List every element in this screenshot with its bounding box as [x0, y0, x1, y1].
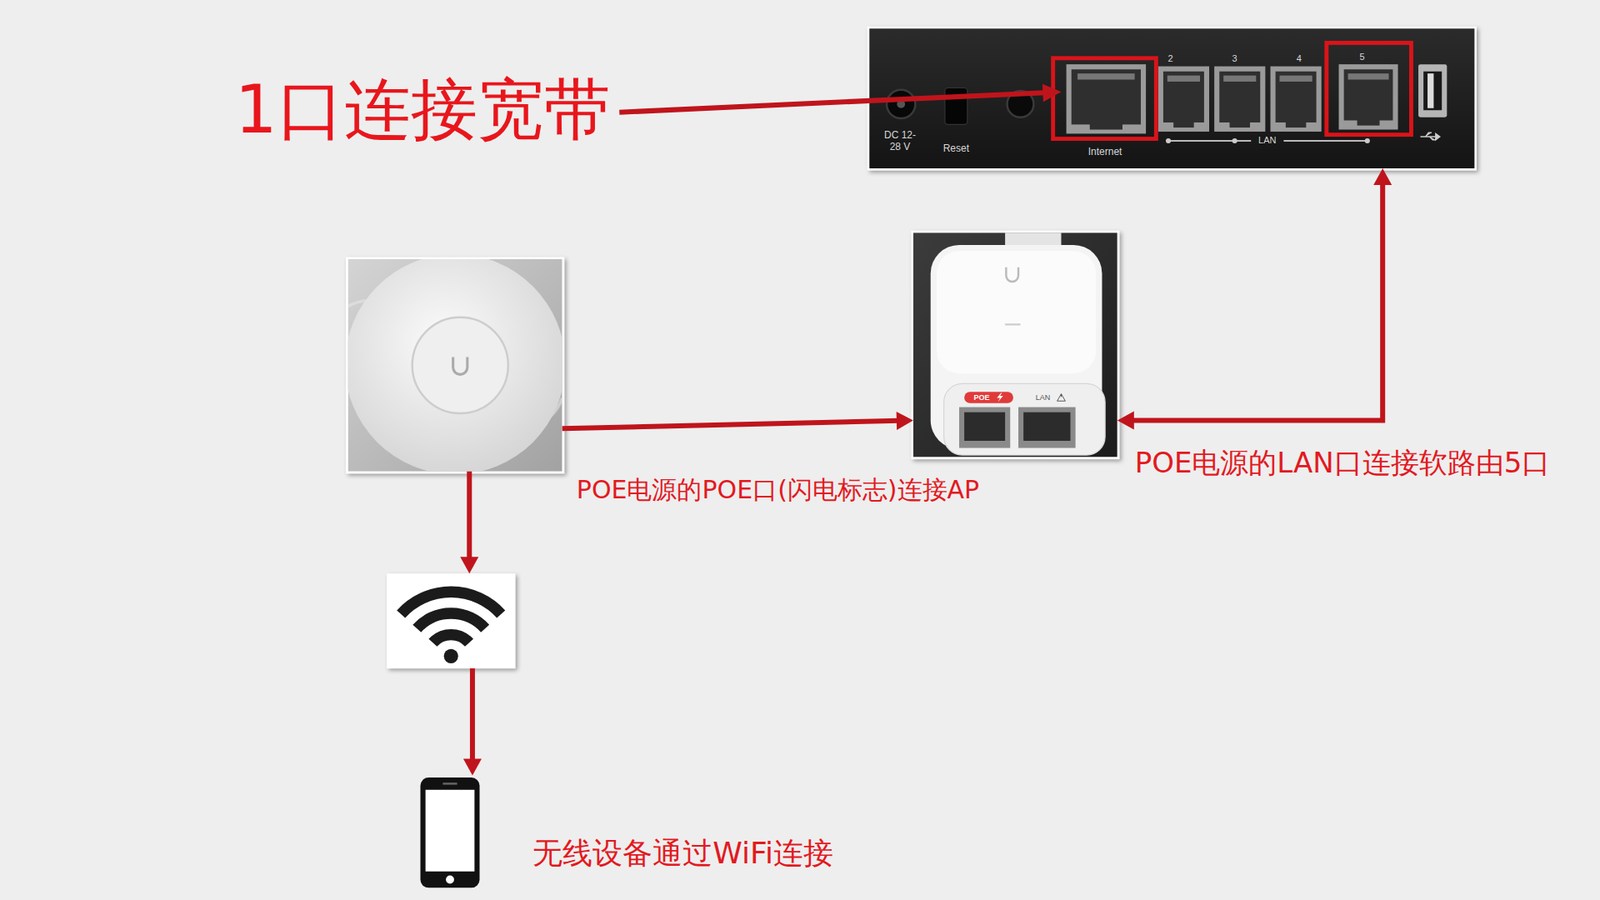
phone-icon: 无线设备通过WiFi连接	[418, 775, 482, 890]
ethernet-port	[1339, 64, 1399, 130]
ethernet-port	[1270, 66, 1321, 132]
usb-symbol	[1420, 132, 1440, 140]
access-point-photo	[348, 259, 563, 472]
lightning-symbol	[996, 392, 1003, 402]
connector-label: POE电源的POE口(闪电标志)连接AP	[576, 475, 980, 505]
highlight-box	[1053, 58, 1157, 140]
arrowhead	[1117, 410, 1135, 430]
brand-logo	[453, 357, 468, 375]
lan-bracket-dot	[1365, 138, 1370, 144]
ethernet-port-pins	[1280, 75, 1313, 82]
connector-line	[466, 471, 472, 560]
photo-background	[913, 232, 1118, 457]
access-point-center	[412, 317, 509, 414]
ethernet-port	[959, 407, 1010, 449]
network-symbol	[1057, 394, 1066, 402]
connector-arrow	[460, 471, 479, 574]
ethernet-port	[1214, 66, 1265, 132]
lan-bracket-dot	[1165, 138, 1171, 144]
poe-injector-photo: POE LAN	[913, 232, 1118, 457]
wifi-arc	[432, 635, 470, 644]
wifi-arc	[416, 613, 485, 629]
ethernet-port-pins	[1223, 75, 1256, 82]
ethernet-port-notch	[1230, 120, 1250, 128]
port-group-label: LAN	[1258, 135, 1276, 146]
phone-speaker	[442, 782, 457, 785]
ethernet-port-notch	[1357, 118, 1380, 126]
lan-bracket-line	[1283, 140, 1367, 142]
lan-bracket-line	[1168, 140, 1251, 142]
port-panel	[944, 383, 1105, 455]
led-slot	[1005, 323, 1020, 325]
connector-arrow	[1117, 168, 1392, 430]
icon-tile	[386, 573, 515, 669]
connector-line	[562, 420, 900, 429]
phone-button	[445, 875, 455, 885]
connector-label: POE电源的LAN口连接软路由5口	[1135, 445, 1551, 480]
callout-text: 1口连接宽带	[235, 76, 611, 144]
usb-port	[1418, 64, 1447, 118]
ethernet-port-opening	[1219, 71, 1260, 123]
port-label: Internet	[1088, 145, 1123, 158]
poe-badge	[964, 391, 1014, 403]
connector-arrow	[463, 668, 482, 776]
usb-port-opening	[1423, 71, 1442, 111]
ethernet-port-notch	[1090, 122, 1123, 130]
port-number: 4	[1296, 53, 1302, 65]
power-jack	[886, 90, 915, 119]
connector-arrow	[562, 411, 914, 430]
arrowhead	[463, 759, 482, 776]
highlight-box	[1326, 42, 1412, 135]
port-number: 2	[1167, 53, 1173, 65]
ethernet-port-opening	[1344, 69, 1394, 120]
poe-injector-illustration	[913, 232, 1118, 457]
lan-bracket-dot	[1232, 138, 1238, 144]
usb-port-tongue	[1427, 73, 1434, 109]
brand-logo	[1005, 267, 1019, 282]
injector-face	[936, 250, 1096, 374]
ethernet-port-pins	[1167, 75, 1200, 82]
device-caption: 无线设备通过WiFi连接	[532, 835, 834, 871]
ethernet-port-opening	[1023, 412, 1070, 441]
port-number: 5	[1360, 51, 1365, 63]
photo-frame	[910, 230, 1120, 460]
ethernet-port-opening	[1275, 71, 1317, 123]
ethernet-port	[1066, 64, 1147, 134]
port-number: 3	[1232, 53, 1238, 65]
button-label: Reset	[943, 141, 970, 154]
power-label: DC 12-28 V	[879, 129, 920, 154]
phone-body	[420, 777, 480, 888]
arrowhead	[896, 411, 914, 430]
ethernet-port-notch	[1285, 120, 1306, 128]
ethernet-port	[1158, 66, 1210, 132]
connector-line	[1131, 182, 1383, 420]
ethernet-port-opening	[1163, 71, 1205, 123]
ethernet-port-opening	[964, 412, 1005, 441]
ethernet-port-opening	[1071, 69, 1141, 125]
leader-line	[619, 92, 1045, 113]
router-photo: DC 12-28 V Reset Internet 2 3 4 5LAN	[869, 28, 1475, 169]
leader-arrowhead	[1042, 84, 1062, 103]
access-point-illustration	[348, 259, 563, 472]
port-label: LAN	[1035, 393, 1051, 403]
connector-line	[470, 668, 475, 762]
ethernet-port	[1018, 407, 1076, 449]
ethernet-port-pins	[1348, 73, 1390, 80]
access-point-disc	[348, 259, 563, 472]
ethernet-port-notch	[1173, 120, 1194, 128]
port-label: POE	[973, 393, 990, 403]
phone-screen	[425, 790, 475, 872]
wifi-icon	[386, 573, 515, 669]
arrowhead	[1373, 168, 1392, 185]
ethernet-port-pins	[1077, 73, 1135, 80]
wifi-dot	[444, 649, 459, 664]
reset-hole	[945, 87, 968, 125]
arrowhead	[460, 556, 479, 574]
